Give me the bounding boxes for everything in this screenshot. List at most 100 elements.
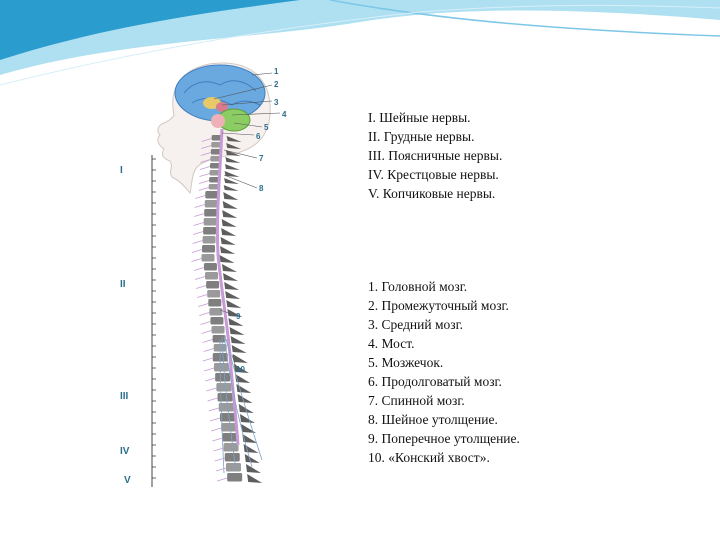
- spinous-process: [232, 354, 248, 363]
- vertebra: [210, 317, 224, 325]
- vertebra: [219, 413, 235, 422]
- spinal-nerve: [208, 407, 219, 412]
- vertebra: [211, 135, 222, 141]
- leader-lines: [213, 72, 281, 368]
- vertebra: [210, 156, 221, 162]
- spinal-nerve: [207, 397, 218, 402]
- bracket-ticks: [152, 158, 156, 479]
- spinal-nerve: [201, 145, 212, 149]
- vertebra: [209, 163, 220, 169]
- spinous-process: [221, 264, 237, 272]
- vertebra: [212, 335, 226, 343]
- vertebra: [203, 227, 217, 235]
- spinal-nerve: [213, 447, 224, 452]
- spinal-nerve: [200, 152, 211, 156]
- spinal-nerve: [214, 457, 225, 462]
- parts-legend-item: 5. Мозжечок.: [368, 355, 444, 370]
- parts-legend-item: 3. Средний мозг.: [368, 317, 464, 332]
- vertebra: [205, 191, 219, 199]
- parts-legend-item: 8. Шейное утолщение.: [368, 412, 498, 427]
- spinal-nerve: [201, 330, 212, 334]
- spinous-process: [220, 246, 236, 254]
- spinal-nerve: [198, 187, 209, 191]
- spinal-nerve: [212, 437, 223, 442]
- vertebra: [210, 149, 221, 155]
- spinous-process: [226, 300, 242, 308]
- nervous-system-figure: I II III IV V 1 2 3 4 5 6 7 8 9 10: [120, 62, 287, 487]
- wave-light: [0, 0, 720, 75]
- spinous-process: [231, 345, 247, 353]
- spinal-nerve: [201, 138, 212, 142]
- part-label-8: 8: [259, 184, 264, 193]
- spinous-process: [228, 318, 244, 326]
- wave-line: [329, 0, 720, 37]
- spinous-process: [222, 201, 238, 209]
- spinous-process: [226, 136, 242, 142]
- part-label-5: 5: [264, 123, 269, 132]
- vertebra: [211, 142, 222, 148]
- spinous-process: [221, 219, 237, 227]
- spinous-process: [225, 291, 241, 299]
- wave-dark: [0, 0, 300, 60]
- parts-legend-item: 9. Поперечное утолщение.: [368, 431, 520, 446]
- spinal-nerve: [203, 367, 215, 372]
- section-label-V: V: [124, 475, 131, 486]
- vertebra: [202, 245, 216, 253]
- spinal-nerve: [199, 173, 210, 177]
- spinous-process: [244, 454, 260, 463]
- spinous-process: [238, 404, 254, 413]
- spinal-cord: [215, 128, 240, 446]
- section-label-IV: IV: [120, 446, 130, 457]
- spinal-nerve: [200, 159, 211, 163]
- section-label-II: II: [120, 279, 126, 290]
- part-label-10: 10: [236, 365, 245, 374]
- spinal-nerve: [211, 427, 222, 432]
- spinal-nerve: [202, 339, 213, 343]
- spinal-nerve: [196, 285, 207, 289]
- spinal-nerve: [191, 258, 202, 262]
- parts-legend: 1. Головной мозг. 2. Промежуточный мозг.…: [368, 277, 520, 467]
- spinal-nerve: [209, 417, 221, 422]
- spinous-process: [222, 210, 238, 218]
- spinal-nerves: [191, 138, 228, 482]
- vertebra: [207, 290, 221, 298]
- vertebra: [209, 170, 220, 176]
- brain: [174, 64, 266, 122]
- spinous-process: [239, 414, 255, 423]
- parts-legend-item: 7. Спинной мозг.: [368, 393, 465, 408]
- spinous-process: [241, 424, 257, 433]
- section-label-I: I: [120, 165, 123, 176]
- vertebra: [208, 299, 222, 307]
- parts-legend-item: 4. Мост.: [368, 336, 415, 351]
- spinal-nerve: [205, 377, 216, 382]
- spinal-nerve: [193, 267, 205, 271]
- spinous-process: [221, 228, 237, 236]
- wave-line-2: [0, 4, 720, 86]
- spinal-nerve: [194, 204, 205, 208]
- sections-legend-item: I. Шейные нервы.: [368, 110, 471, 125]
- spinal-nerve: [197, 294, 208, 298]
- sections-legend: I. Шейные нервы. II. Грудные нервы. III.…: [368, 108, 502, 203]
- spinal-nerve: [199, 166, 211, 170]
- vertebral-column: [201, 135, 263, 483]
- vertebra: [203, 218, 217, 226]
- spinal-nerve: [199, 180, 210, 184]
- sections-legend-item: II. Грудные нервы.: [368, 129, 475, 144]
- spinous-process: [227, 309, 243, 317]
- spinous-process: [245, 464, 261, 473]
- vertebra: [227, 473, 243, 482]
- vertebra: [215, 373, 231, 382]
- vertebra: [224, 453, 240, 462]
- brain-folds: [183, 80, 261, 106]
- part-label-1: 1: [274, 67, 279, 76]
- parts-legend-item: 1. Головной мозг.: [368, 279, 468, 294]
- part-label-9: 9: [236, 312, 241, 321]
- vertebra: [225, 463, 241, 472]
- spinous-process: [224, 164, 240, 170]
- vertebra: [209, 308, 223, 316]
- section-label-III: III: [120, 391, 129, 402]
- spinal-nerve: [202, 357, 213, 362]
- spinous-process: [247, 474, 263, 483]
- vertebra: [223, 443, 239, 452]
- vertebra: [216, 383, 232, 392]
